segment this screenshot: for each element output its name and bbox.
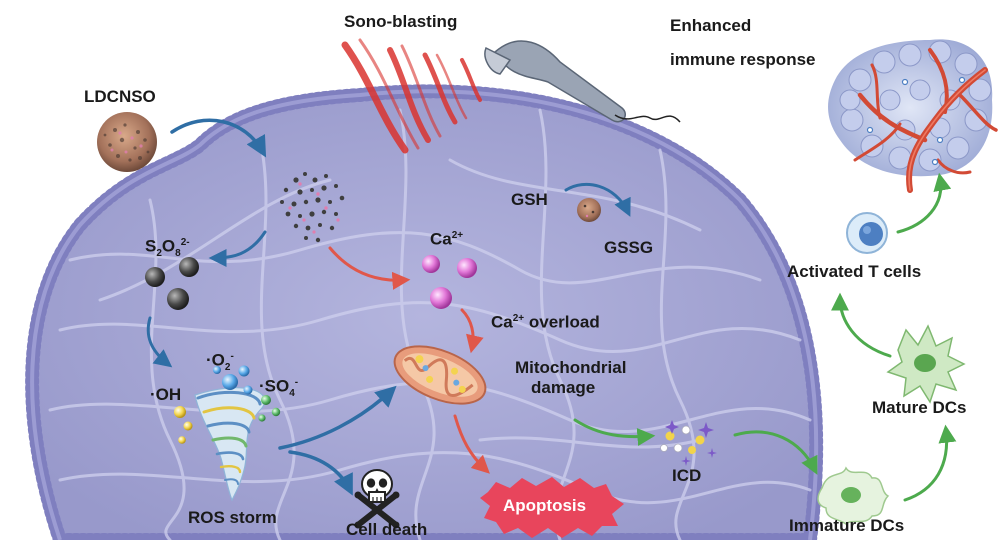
t-cell-icon (846, 212, 888, 254)
gsh-nanoparticle-icon (577, 198, 601, 222)
sono-blasting-label: Sono-blasting (344, 12, 458, 31)
arrow-persulfate-to-ros (146, 316, 173, 368)
ultrasound-waves (341, 38, 482, 154)
damage-label: damage (531, 378, 596, 397)
arrow-nano-to-cloud (170, 118, 267, 158)
mature-dcs-label: Mature DCs (872, 398, 967, 417)
arrow-ros-to-mito (278, 385, 397, 450)
arrow-mito-to-apoptosis (453, 414, 490, 474)
arrow-cloud-to-calcium (328, 246, 411, 290)
apoptosis-burst[interactable] (480, 477, 624, 538)
calcium-label: Ca2+ (430, 229, 464, 249)
arrow-cloud-to-persulfate (208, 230, 267, 267)
arrow-mature-to-tcell (831, 292, 892, 358)
icd-cluster-icon (660, 420, 717, 466)
arrow-mito-to-icd (573, 418, 656, 446)
tornado-icon (174, 365, 281, 502)
ros-storm-label: ROS storm (188, 508, 277, 527)
arrow-icd-to-immature (733, 430, 818, 475)
ultrasound-probe-icon (484, 40, 681, 123)
dendritic-cell-icon (817, 466, 890, 525)
mitochondrion-icon (393, 345, 487, 405)
mature-dendritic-cell-icon (886, 324, 966, 404)
calcium-overload-label: Ca2+ overload (491, 312, 600, 332)
arrows (146, 118, 957, 502)
enhanced-label: Enhanced (670, 16, 752, 35)
gsh-label: GSH (511, 190, 548, 209)
mitochondrial-label: Mitochondrial (515, 358, 627, 377)
gssg-label: GSSG (604, 238, 654, 257)
arrow-tcell-to-tumor (896, 172, 952, 234)
tumor-vessel-icon (828, 39, 998, 193)
calcium-ions (422, 255, 477, 309)
particle-cloud (280, 172, 345, 243)
icd-label: ICD (672, 466, 702, 485)
ldcnso-label: LDCNSO (84, 87, 156, 106)
persulfate-label: S2O82- (145, 236, 190, 260)
hydroxyl-label: ·OH (150, 385, 182, 404)
arrow-calcium-to-mito (460, 308, 484, 354)
apoptosis-label: Apoptosis (503, 496, 587, 515)
cell-death-label: Cell death (346, 520, 428, 539)
persulfate-particles (145, 257, 199, 310)
nanoparticle-icon (97, 112, 157, 172)
superoxide-label: ·O2- (206, 350, 234, 374)
immune-response-label: immune response (670, 50, 816, 69)
sulfate-radical-label: ·SO4- (259, 376, 299, 400)
arrow-immature-to-mature (903, 424, 957, 502)
immature-dcs-label: Immature DCs (789, 516, 905, 535)
arrow-ros-to-death (288, 450, 353, 496)
arrow-gsh-to-gssg (564, 182, 631, 217)
skull-icon (354, 469, 400, 529)
activated-t-cells-label: Activated T cells (787, 262, 922, 281)
